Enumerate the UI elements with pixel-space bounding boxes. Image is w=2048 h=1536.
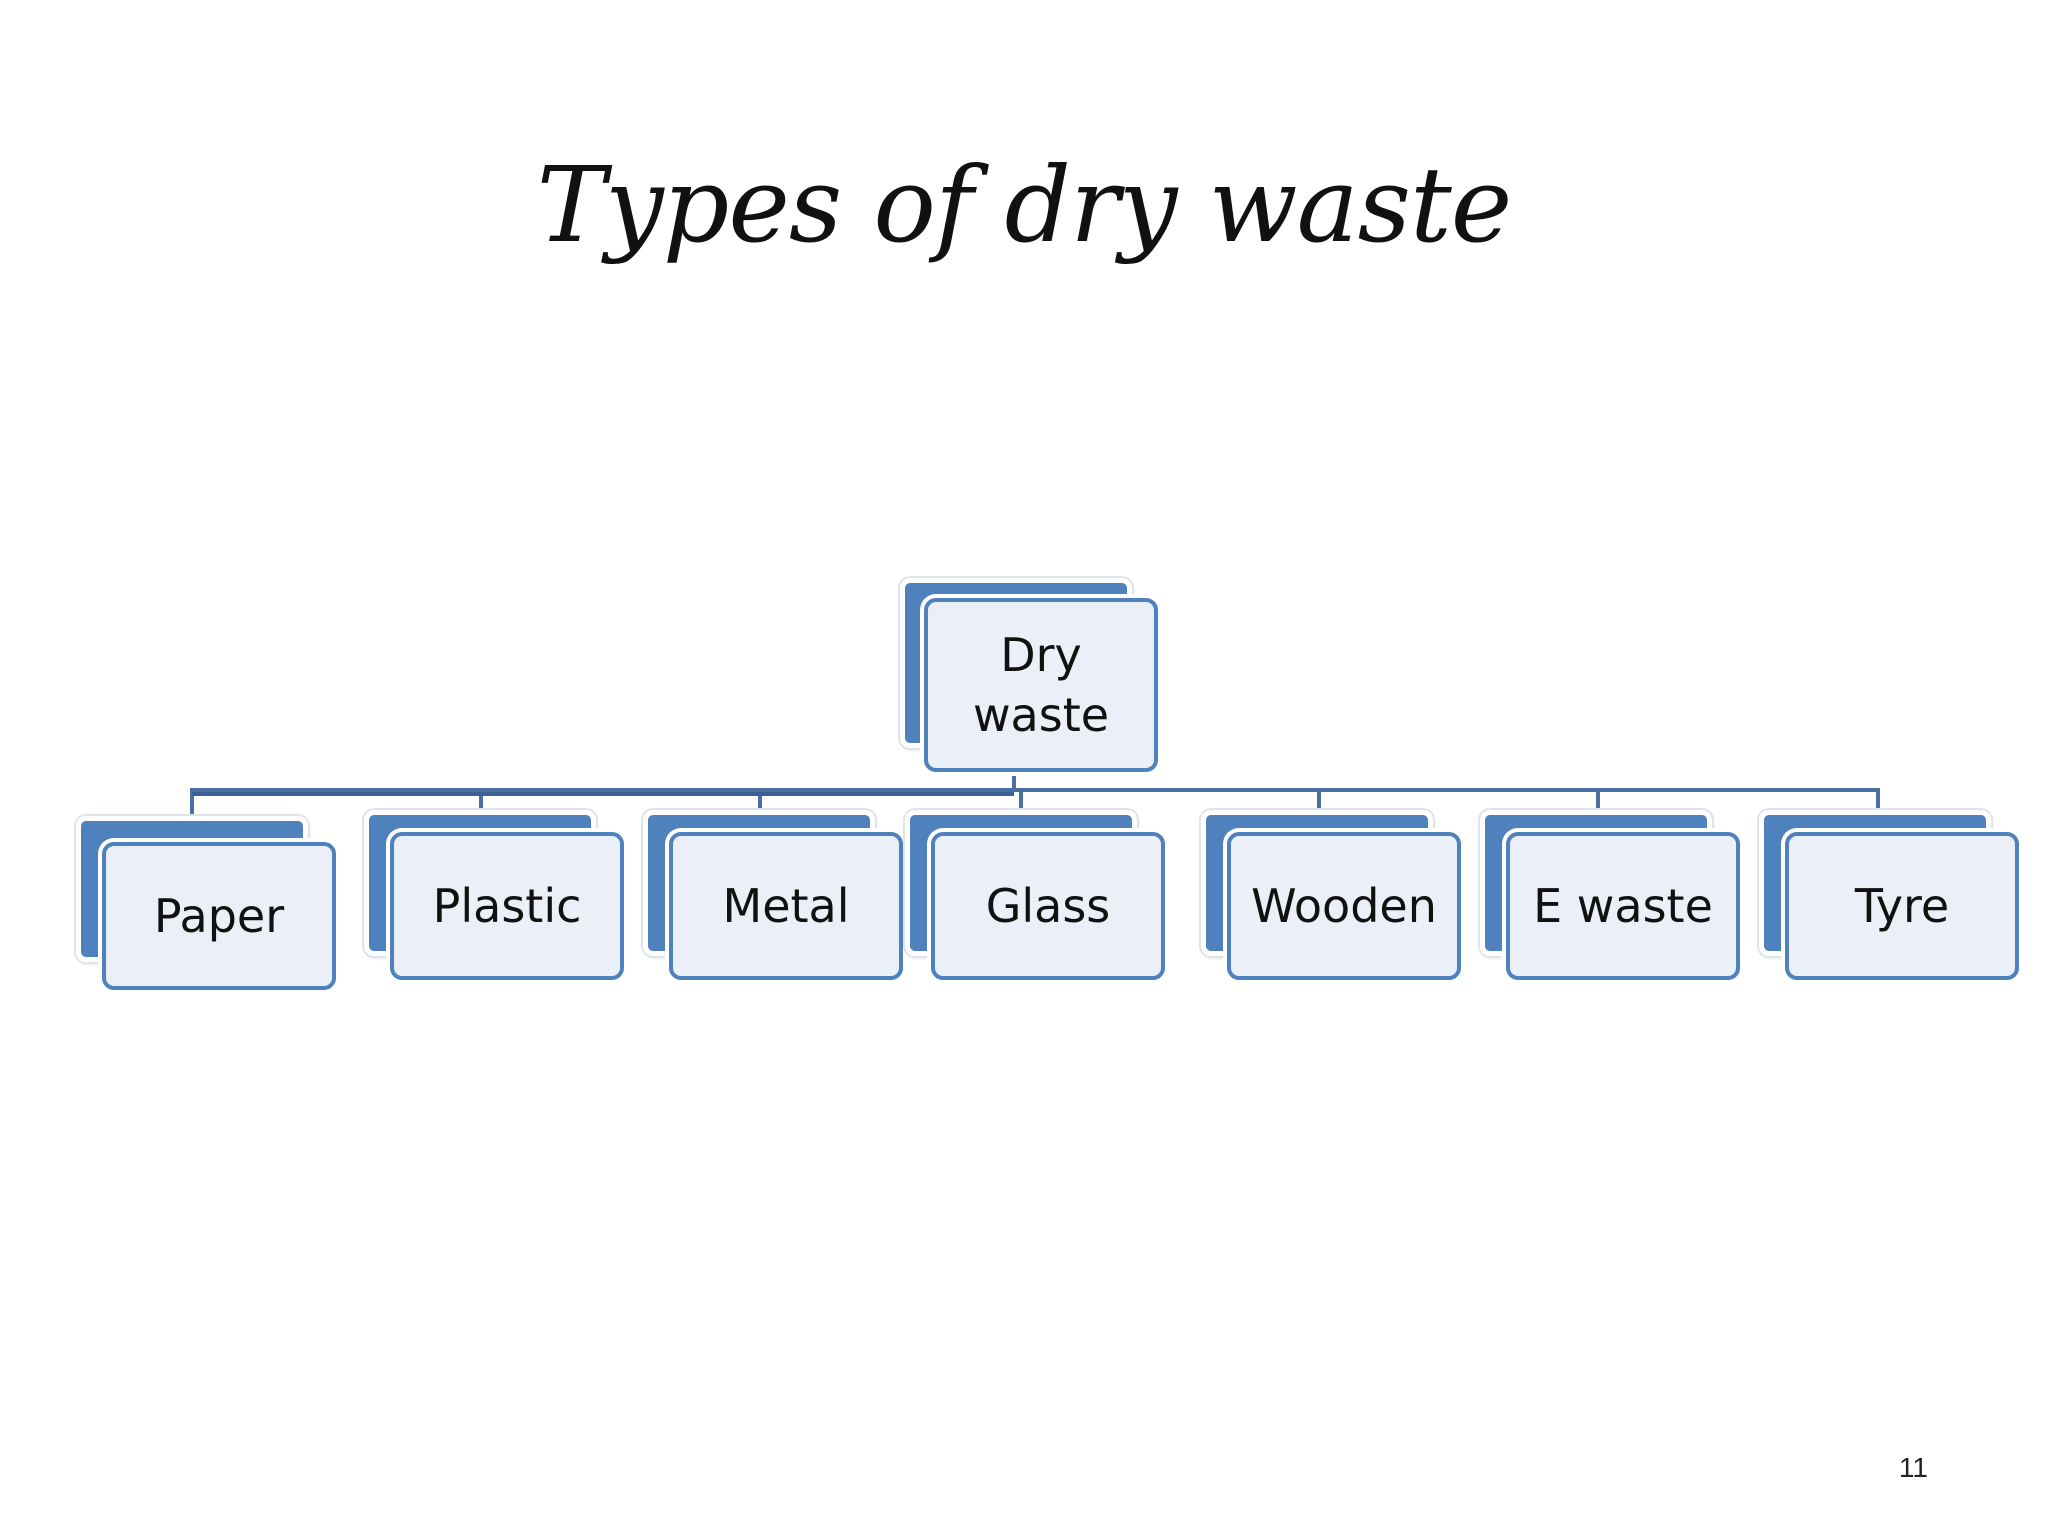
node-metal-label: Metal [722,879,850,933]
node-plastic-box: Plastic [390,832,624,980]
node-glass-label: Glass [985,879,1111,933]
node-plastic-label: Plastic [432,879,582,933]
node-e-waste-box: E waste [1506,832,1740,980]
node-glass: Glass [905,810,1165,980]
node-wooden: Wooden [1201,810,1461,980]
node-paper-box: Paper [102,842,336,990]
node-dry-waste-box: Dry waste [924,598,1158,772]
node-tyre: Tyre [1759,810,2019,980]
node-tyre-label: Tyre [1854,879,1950,933]
node-metal-box: Metal [669,832,903,980]
node-plastic: Plastic [364,810,624,980]
node-wooden-box: Wooden [1227,832,1461,980]
page-number: 11 [1898,1452,1928,1483]
node-e-waste-label: E waste [1533,879,1713,933]
node-paper-label: Paper [153,889,285,943]
node-e-waste: E waste [1480,810,1740,980]
node-dry-waste: Dry waste [900,578,1158,772]
node-dry-waste-label: Dry waste [972,628,1110,742]
node-wooden-label: Wooden [1251,879,1437,933]
node-glass-box: Glass [931,832,1165,980]
node-tyre-box: Tyre [1785,832,2019,980]
slide-title: Types of dry waste [536,144,1513,266]
node-metal: Metal [643,810,903,980]
node-paper: Paper [76,816,336,990]
